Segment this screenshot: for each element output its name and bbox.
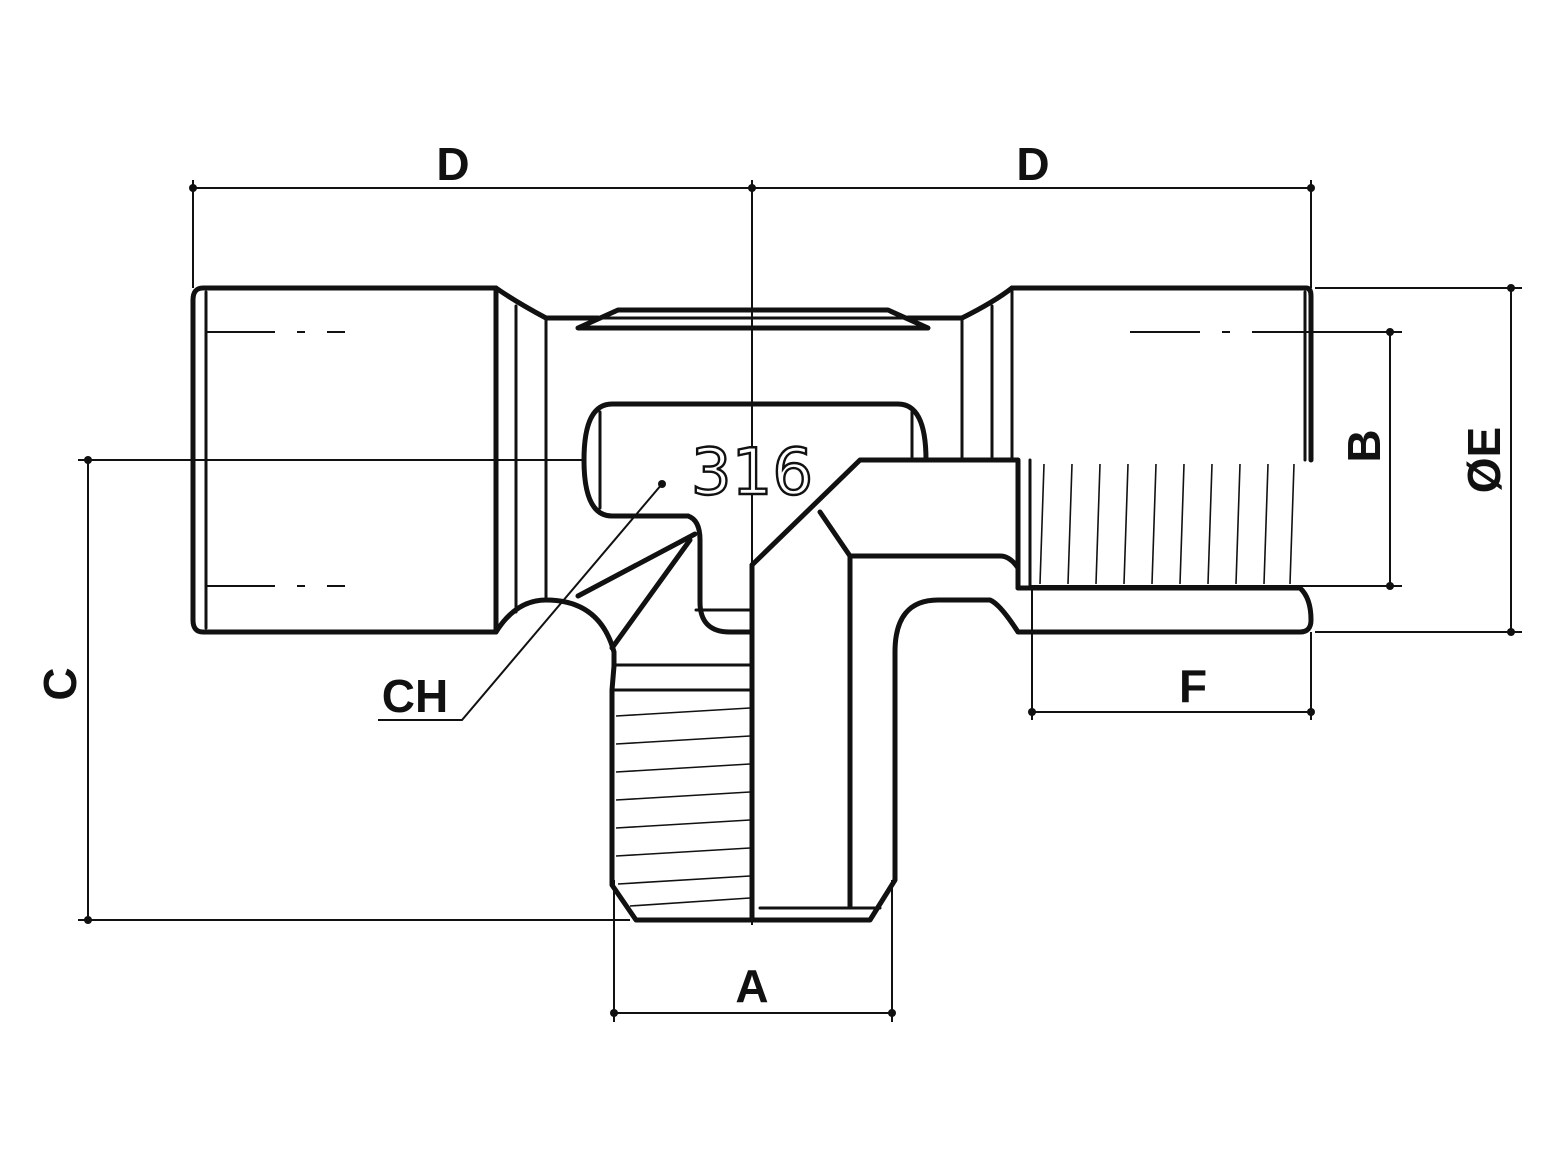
dimension-label-d-left: D — [436, 138, 469, 190]
dimension-label-b: B — [1338, 429, 1390, 462]
male-thread-lines — [615, 707, 751, 907]
dimension-label-e: ØE — [1458, 427, 1510, 493]
dimension-label-ch: CH — [382, 670, 448, 722]
material-marking: 316 — [691, 436, 813, 510]
dimension-label-c: C — [34, 667, 86, 700]
dimension-label-f: F — [1179, 660, 1207, 712]
dimension-label-a: A — [735, 960, 768, 1012]
fitting-body — [190, 285, 1314, 923]
dimension-label-d-right: D — [1016, 138, 1049, 190]
female-thread-lines — [1039, 463, 1295, 585]
dimension-lines — [78, 180, 1522, 1022]
